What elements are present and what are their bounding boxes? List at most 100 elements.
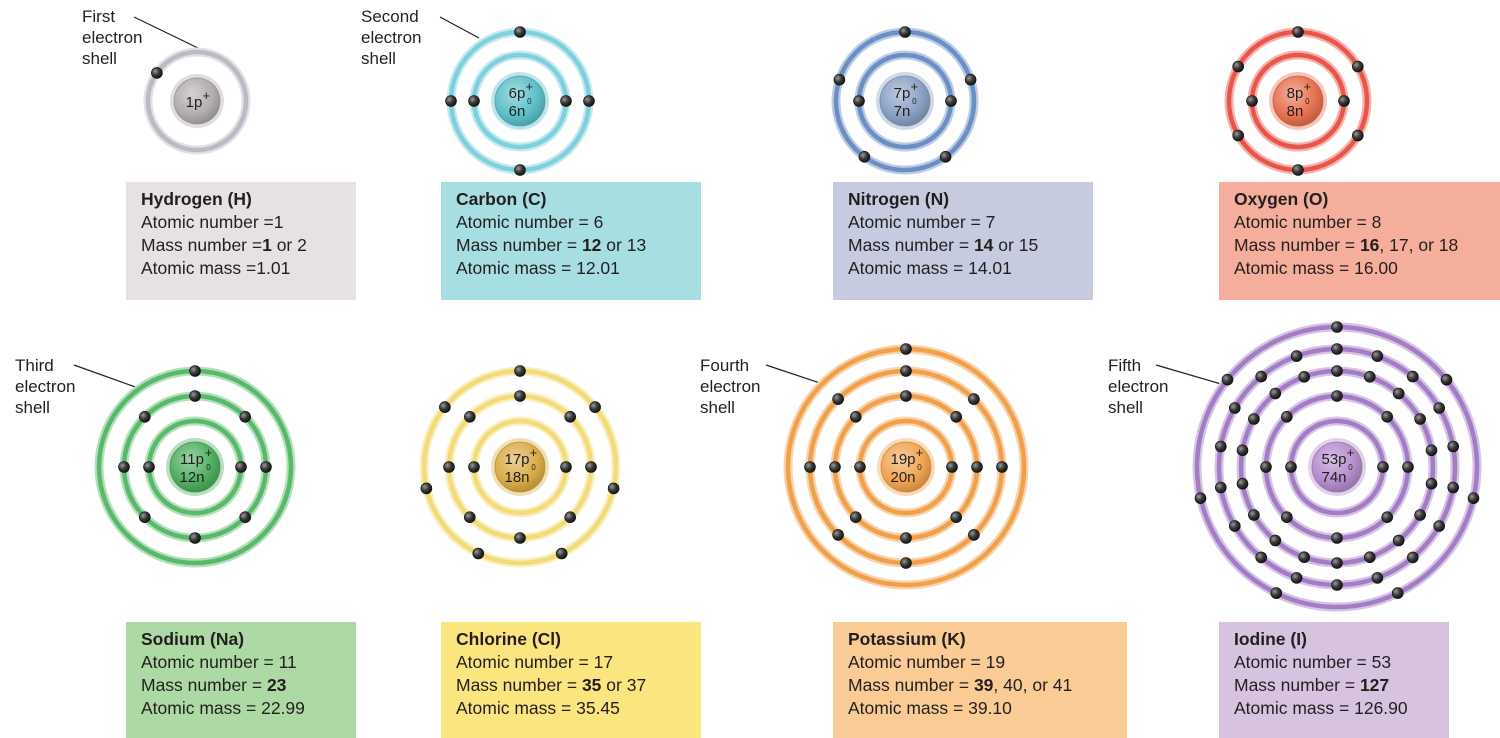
atomic-number: Atomic number = 6 xyxy=(456,212,604,232)
iodine-electron xyxy=(1290,350,1303,362)
chlorine-electron xyxy=(468,461,480,473)
nitrogen-zero-sign: 0 xyxy=(912,97,917,106)
iodine-electron xyxy=(1381,410,1393,423)
potassium-neutrons: 20n xyxy=(890,469,915,486)
fifth-shell-leader xyxy=(1155,364,1222,385)
potassium-electron xyxy=(900,365,912,377)
fourth-shell-label: Fourth electron shell xyxy=(700,356,761,417)
potassium-electron xyxy=(900,390,912,402)
iodine-electron xyxy=(1447,440,1459,453)
nitrogen-electron xyxy=(858,151,871,163)
iodine-plus-sign: + xyxy=(1347,445,1355,460)
third-shell-leader xyxy=(73,364,142,390)
iodine-electron xyxy=(1281,410,1293,423)
mass-number-others: or 15 xyxy=(993,235,1039,255)
hydrogen-plus-sign: + xyxy=(203,88,211,103)
potassium-electron xyxy=(950,410,963,423)
oxygen-atom: 8p+8n0 xyxy=(1224,26,1372,176)
chlorine-electron xyxy=(472,547,485,560)
iodine-electron xyxy=(1221,373,1234,386)
carbon-electron xyxy=(468,95,480,107)
element-name: Oxygen (O) xyxy=(1234,189,1329,209)
iodine-electron xyxy=(1377,461,1389,473)
oxygen-zero-sign: 0 xyxy=(1305,97,1310,106)
chlorine-electron xyxy=(463,511,476,524)
iodine-electron xyxy=(1331,365,1343,377)
iodine-electron xyxy=(1194,492,1207,505)
iodine-electron xyxy=(1236,477,1249,490)
iodine-electron xyxy=(1467,492,1480,505)
iodine-electron xyxy=(1285,461,1297,473)
iodine-electron xyxy=(1255,370,1267,383)
potassium-electron xyxy=(950,511,963,524)
element-name: Chlorine (Cl) xyxy=(456,629,561,649)
mass-number-others: or 2 xyxy=(271,235,307,255)
iodine-electron xyxy=(1391,587,1404,599)
iodine-electron xyxy=(1414,413,1426,425)
sodium-electron xyxy=(139,511,151,524)
chlorine-electron xyxy=(514,390,526,402)
sodium-zero-sign: 0 xyxy=(206,463,211,472)
potassium-protons: 19p xyxy=(890,451,915,468)
iodine-electron xyxy=(1331,390,1343,402)
iodine-electron xyxy=(1331,579,1343,591)
iodine-electron xyxy=(1215,481,1227,494)
sodium-neutrons: 12n xyxy=(179,469,204,486)
chlorine-electron xyxy=(514,532,526,544)
second-shell-leader xyxy=(439,16,480,39)
iodine-electron xyxy=(1392,534,1405,547)
iodine-electron xyxy=(1433,520,1445,532)
iodine-electron xyxy=(1447,481,1459,494)
chlorine-electron xyxy=(463,410,476,423)
oxygen-electron xyxy=(1232,60,1244,73)
atomic-mass: Atomic mass = 126.90 xyxy=(1234,698,1408,718)
potassium-nucleus xyxy=(880,441,932,493)
hydrogen-nucleus xyxy=(173,77,221,125)
atomic-mass: Atomic mass = 12.01 xyxy=(456,258,620,278)
sodium-electron xyxy=(143,461,155,473)
iodine-electron xyxy=(1298,370,1310,383)
nitrogen-electron xyxy=(853,95,865,107)
carbon-neutrons: 6n xyxy=(509,103,526,120)
mass-number: Mass number = 35 or 37 xyxy=(456,674,701,697)
chlorine-electron xyxy=(560,461,572,473)
sodium-electron xyxy=(239,410,251,423)
mass-number-others: or 13 xyxy=(601,235,647,255)
potassium-electron xyxy=(804,461,816,473)
iodine-electron xyxy=(1229,520,1241,532)
mass-number-prefix: Mass number = xyxy=(848,675,974,695)
chlorine-electron xyxy=(555,547,568,560)
mass-number: Mass number = 23 xyxy=(141,674,356,697)
iodine-electron xyxy=(1255,551,1267,564)
iodine-electron xyxy=(1331,532,1343,544)
oxygen-electron xyxy=(1338,95,1350,107)
iodine-electron xyxy=(1407,551,1419,564)
mass-number-main: 127 xyxy=(1359,675,1390,695)
iodine-electron xyxy=(1381,511,1393,524)
iodine-electron xyxy=(1269,387,1282,400)
iodine-electron xyxy=(1371,350,1384,362)
atomic-mass: Atomic mass = 14.01 xyxy=(848,258,1012,278)
atomic-mass: Atomic mass = 22.99 xyxy=(141,698,305,718)
atomic-number: Atomic number = 11 xyxy=(141,652,297,672)
potassium-electron xyxy=(971,461,983,473)
sodium-electron xyxy=(118,461,130,473)
iodine-electron xyxy=(1364,370,1376,383)
potassium-plus-sign: + xyxy=(916,445,924,460)
element-name: Hydrogen (H) xyxy=(141,189,252,209)
mass-number-prefix: Mass number = xyxy=(848,235,974,255)
mass-number-main: 12 xyxy=(581,235,602,255)
carbon-atom: 6p+6n0 xyxy=(445,26,595,176)
carbon-zero-sign: 0 xyxy=(527,97,532,106)
element-name: Sodium (Na) xyxy=(141,629,245,649)
mass-number: Mass number = 16, 17, or 18 xyxy=(1234,234,1500,257)
mass-number-main: 1 xyxy=(262,235,272,255)
iodine-electron xyxy=(1269,534,1282,547)
potassium-electron xyxy=(900,343,912,355)
